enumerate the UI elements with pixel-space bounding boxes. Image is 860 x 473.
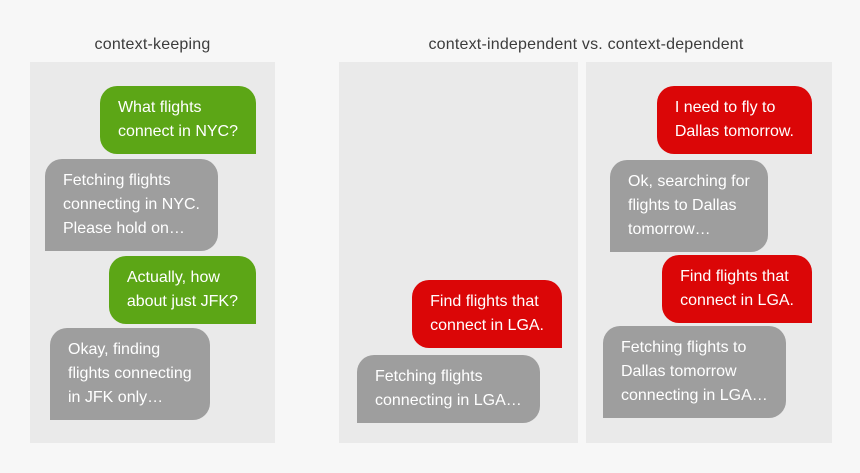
agent-message-bubble: Ok, searching for flights to Dallas tomo…: [610, 160, 768, 252]
context-independent-vs-dependent-title: context-independent vs. context-dependen…: [428, 36, 744, 53]
agent-message-bubble: Fetching flights to Dallas tomorrow conn…: [603, 326, 786, 418]
context-independent-chat-panel: Find flights that connect in LGA. Fetchi…: [339, 62, 578, 443]
user-message-bubble: What flights connect in NYC?: [99, 86, 256, 154]
user-message-bubble: Find flights that connect in LGA.: [412, 280, 562, 348]
context-keeping-chat-panel: What flights connect in NYC? Fetching fl…: [30, 62, 275, 443]
agent-message-bubble: Fetching flights connecting in NYC. Plea…: [45, 159, 218, 251]
context-keeping-title: context-keeping: [94, 36, 211, 53]
context-dependent-chat-panel: I need to fly to Dallas tomorrow. Ok, se…: [586, 62, 832, 443]
agent-message-bubble: Fetching flights connecting in LGA…: [357, 355, 540, 423]
user-message-bubble: Actually, how about just JFK?: [108, 256, 256, 324]
user-message-bubble: Find flights that connect in LGA.: [662, 255, 812, 323]
agent-message-bubble: Okay, finding flights connecting in JFK …: [50, 328, 210, 420]
user-message-bubble: I need to fly to Dallas tomorrow.: [656, 86, 812, 154]
